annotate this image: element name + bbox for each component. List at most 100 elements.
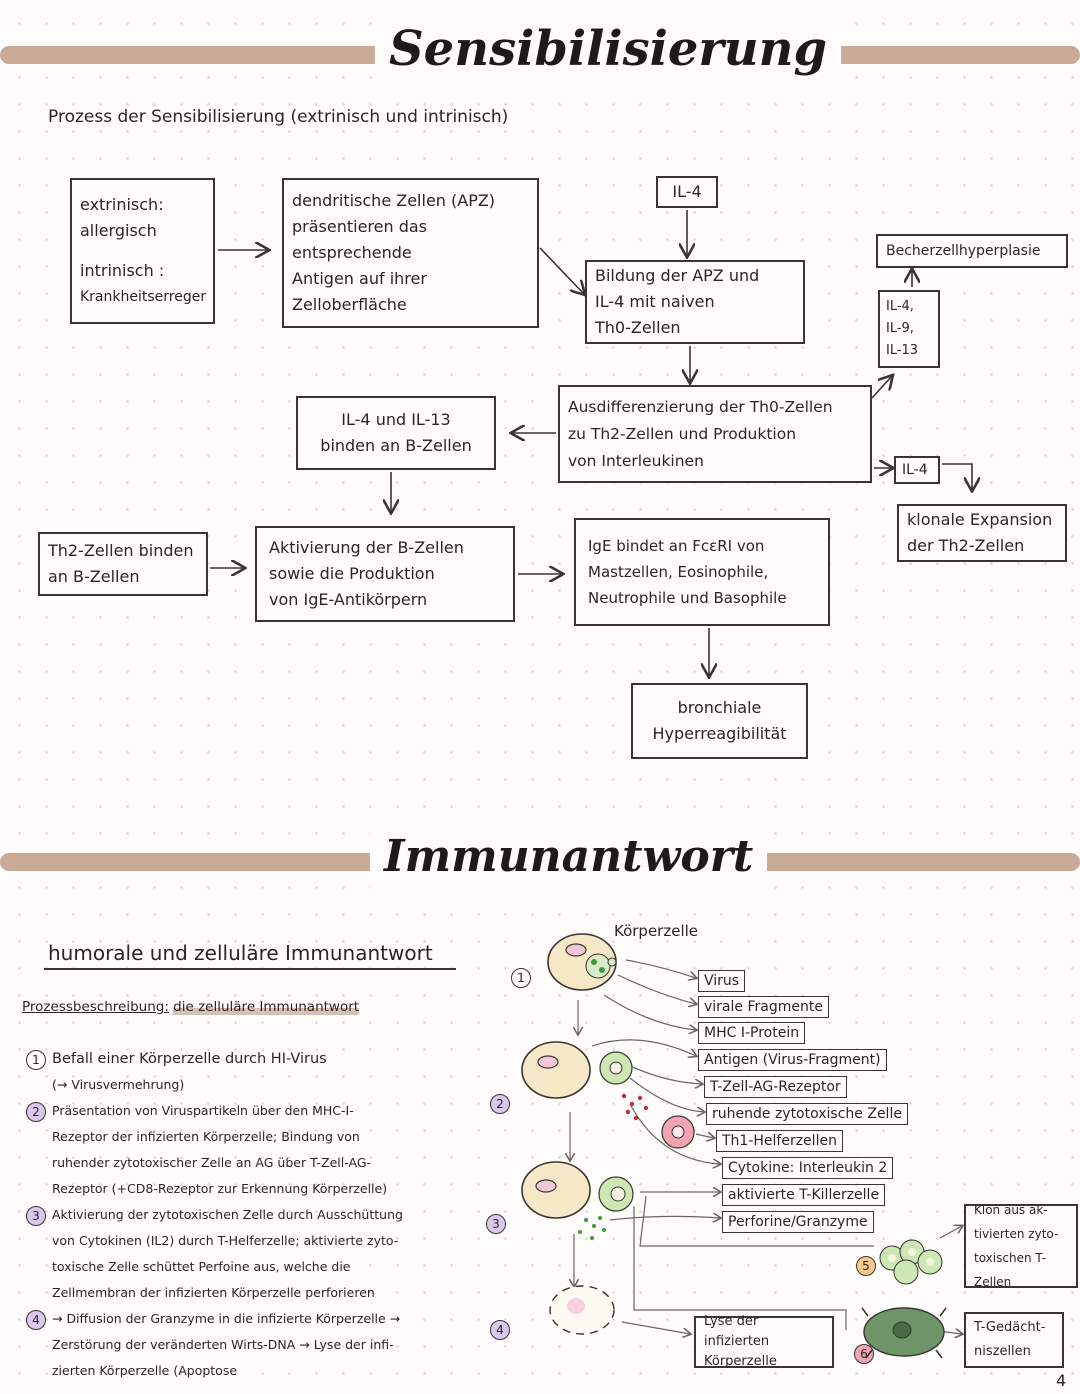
marker-2: 2 [490,1094,510,1114]
killer-attack-icon [521,1161,634,1240]
aktivierung-line-2: sowie die Produktion [269,564,435,583]
step-number-2: 2 [26,1102,46,1122]
bildung-line-1: Bildung der APZ und [595,266,760,285]
marker-4: 4 [490,1320,510,1340]
dendritic-line-1: dendritische Zellen (APZ) [292,191,496,210]
il4-il13-line-2: binden an B-Zellen [320,436,472,455]
gedaecht-line-2: niszellen [974,1344,1031,1359]
subtitle-underline [44,968,456,970]
process-topic: die zelluläre Immunantwort [173,999,360,1015]
bronch-line-1: bronchiale [677,698,762,717]
origin-allergic: allergisch [80,221,157,240]
klon-line-1: Klon aus ak- [974,1203,1048,1217]
step-number-1: 1 [26,1050,46,1070]
header-band-left [0,46,390,64]
section-subtitle: Prozess der Sensibilisierung (extrinisch… [48,107,509,127]
pointer-th1 [695,1134,714,1138]
header-band-left-2 [0,853,390,871]
klonale-line-1: klonale Expansion [907,510,1053,529]
label-mhc-protein: MHC I-Protein [698,1022,806,1044]
pointer-perforine [609,1216,720,1220]
flow-line-lyse [621,1321,690,1334]
box-bildung: Bildung der APZ und IL-4 mit naiven Th0-… [585,260,805,344]
step-number-3: 3 [26,1206,46,1226]
box-interleukins: IL-4, IL-9, IL-13 [878,290,940,368]
step-4: 4 → Diffusion der Granzyme in die infizi… [20,1306,480,1384]
box-ausdifferenzierung: Ausdifferenzierung der Th0-Zellen zu Th2… [558,385,872,483]
step-3-line-4: Zellmembran der infizierten Körperzelle … [52,1285,375,1300]
label-killerzelle: aktivierte T-Killerzelle [722,1184,886,1206]
ige-line-1: IgE bindet an FcεRI von [588,537,765,555]
pointer-cytokine [629,1103,720,1164]
label-koerperzelle: Körperzelle [614,922,699,940]
box-gedaechtniszellen: T-Gedächt- niszellen [964,1312,1064,1368]
box-ige: IgE bindet an FcεRI von Mastzellen, Eosi… [574,518,830,626]
box-il4-top: IL-4 [656,176,718,208]
step-2: 2 Präsentation von Viruspartikeln über d… [20,1098,480,1202]
step-2-line-1: Präsentation von Viruspartikeln über den… [52,1103,354,1118]
marker-6: 6 [854,1344,874,1364]
box-bronchiale: bronchiale Hyperreagibilität [631,683,808,759]
step-1: 1 Befall einer Körperzelle durch HI-Viru… [20,1046,480,1098]
step-4-line-2: Zerstörung der veränderten Wirts-DNA → L… [52,1337,394,1352]
label-ruhende-zelle: ruhende zytotoxische Zelle [706,1103,908,1125]
label-tzell-rezeptor: T-Zell-AG-Rezeptor [704,1076,847,1098]
section-heading-sensibilisierung: Sensibilisierung [375,14,842,84]
aktivierung-line-3: von IgE-Antikörpern [269,590,428,609]
box-becherzellhyperplasie: Becherzellhyperplasie [876,234,1068,268]
bronch-line-2: Hyperreagibilität [652,724,787,743]
marker-5: 5 [856,1256,876,1276]
step-3: 3 Aktivierung der zytotoxischen Zelle du… [20,1202,480,1306]
step-1-line-1: Befall einer Körperzelle durch HI-Virus [52,1051,327,1067]
arrow-ausdiff-to-interleukins [871,376,892,399]
label-virale-fragmente: virale Fragmente [698,996,829,1018]
step-1-line-2: (→ Virusvermehrung) [52,1077,185,1092]
step-2-line-4: Rezeptor (+CD8-Rezeptor zur Erkennung Kö… [52,1181,388,1196]
interleukin-il4: IL-4, [886,299,914,314]
origin-intrinsic: intrinisch : [80,261,165,280]
klon-line-2: tivierten zyto- [974,1227,1059,1241]
ausdiff-line-1: Ausdifferenzierung der Th0-Zellen [568,397,833,416]
th2-line-1: Th2-Zellen binden [48,541,194,560]
klonale-line-2: der Th2-Zellen [907,536,1025,555]
th2-line-2: an B-Zellen [48,567,140,586]
arrow-dendritic-to-bildung [539,247,584,294]
box-il4-right: IL-4 [894,456,940,484]
step-3-line-2: von Cytokinen (IL2) durch T-Helferzelle;… [52,1233,399,1248]
box-aktivierung-b-zellen: Aktivierung der B-Zellen sowie die Produ… [255,526,515,622]
box-klonale-expansion: klonale Expansion der Th2-Zellen [897,504,1067,562]
box-klon: Klon aus ak- tivierten zyto- toxischen T… [964,1203,1078,1289]
marker-1: 1 [511,968,531,988]
dendritic-line-4: Antigen auf ihrer [292,269,427,288]
dendritic-line-5: Zelloberfläche [292,295,407,314]
dendritic-line-2: präsentieren das [292,217,428,236]
step-4-line-3: zierten Körperzelle (Apoptose [52,1363,238,1378]
step-3-line-1: Aktivierung der zytotoxischen Zelle durc… [52,1207,403,1222]
ige-line-2: Mastzellen, Eosinophile, [588,563,769,581]
box-origin: extrinisch: allergisch intrinisch : Kran… [70,178,215,324]
step-4-line-1: → Diffusion der Granzyme in die infizier… [52,1311,401,1326]
label-perforine: Perforine/Granzyme [722,1211,874,1233]
il4-top-label: IL-4 [672,182,702,201]
memory-cell-icon [861,1307,947,1359]
klon-line-3: toxischen T-Zellen [974,1251,1046,1289]
section-heading-immunantwort: Immunantwort [370,824,768,890]
pointer-mhc [603,994,696,1030]
step-3-line-3: toxische Zelle schüttet Perfoine aus, we… [52,1259,351,1274]
origin-pathogen: Krankheitserreger [80,289,207,305]
lyse-line-2: Körperzelle [704,1354,777,1369]
origin-extrinsic: extrinisch: [80,195,164,214]
marker-3: 3 [486,1214,506,1234]
pointer-fragmente [617,974,696,1004]
cell-presentation-icon [521,1041,695,1149]
flow-line-5 [639,1195,874,1247]
flow-line-4 [633,1206,847,1330]
ige-line-3: Neutrophile und Basophile [588,589,787,607]
step-number-4: 4 [26,1310,46,1330]
pointer-virus [625,959,696,978]
box-th2-binden: Th2-Zellen binden an B-Zellen [38,532,208,596]
box-dendritic: dendritische Zellen (APZ) präsentieren d… [282,178,539,328]
infected-cell-icon [547,933,617,991]
flow-line-klon [939,1226,962,1239]
